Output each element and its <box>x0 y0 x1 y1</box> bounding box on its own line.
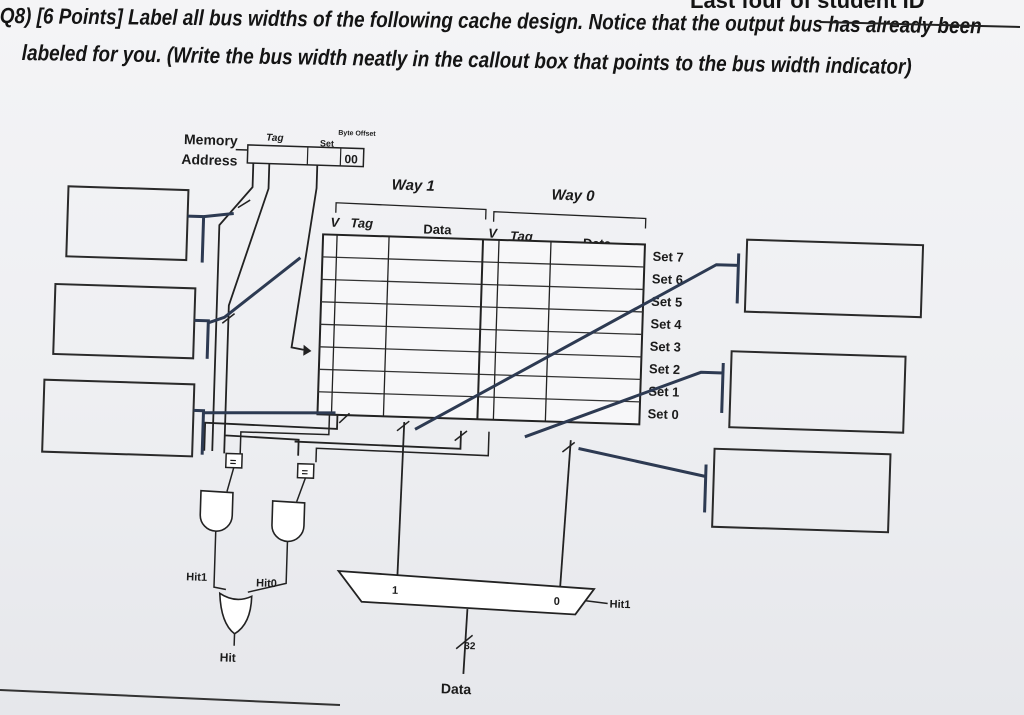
leader-left-1 <box>187 212 234 263</box>
way0-data-tick <box>561 441 576 453</box>
way1-data-out <box>396 421 406 575</box>
tag-bus-to-comparator1 <box>211 163 255 452</box>
or-gate <box>218 591 253 635</box>
address-register <box>246 144 365 168</box>
cache-column-divider <box>330 234 338 415</box>
set-index-bus <box>290 165 319 351</box>
leader-left-2 <box>194 256 302 359</box>
tag-bus-tick2 <box>221 313 236 324</box>
mux-input1-label: 1 <box>392 585 398 597</box>
and-gate-way0 <box>271 500 306 543</box>
way1-v-label: V <box>330 215 340 230</box>
way0-tag-tick <box>454 430 468 442</box>
and-gate-way1 <box>199 489 234 532</box>
mux-select-wire <box>585 600 608 605</box>
hit-label: Hit <box>220 650 236 664</box>
callout-box-right-1[interactable] <box>743 238 925 319</box>
cache-array <box>316 233 646 426</box>
callout-box-left-1[interactable] <box>65 185 190 262</box>
address-label: Address <box>181 151 238 169</box>
tag-bus-tick1 <box>237 199 251 209</box>
address-tag-set-divider <box>306 146 309 165</box>
memory-label: Memory <box>184 131 238 149</box>
cache-column-divider <box>476 239 485 420</box>
comparator1-to-and1 <box>226 467 235 492</box>
leader-right-2 <box>524 362 725 439</box>
leader-right-1 <box>414 253 741 431</box>
student-id-label: Last four of student ID <box>690 0 925 13</box>
set-label: Set 4 <box>650 316 682 332</box>
set-label: Set 5 <box>651 294 683 310</box>
mux-select-label: Hit1 <box>609 599 630 612</box>
way1-comparator-symbol: = <box>230 457 237 469</box>
set-index-arrowhead <box>303 344 312 356</box>
way0-v-label: V <box>488 226 498 241</box>
tag-bus-to-comparator0 <box>223 163 300 456</box>
way1-tag-label: Tag <box>350 215 373 231</box>
set-label: Set 6 <box>652 271 684 287</box>
hit1-label: Hit1 <box>186 571 207 584</box>
cache-column-divider <box>492 239 500 420</box>
leader-right-3 <box>578 447 708 513</box>
leader-left-3 <box>193 408 336 455</box>
comparator0-to-and0 <box>296 477 307 502</box>
hit0-wire <box>247 541 289 593</box>
way0-tag-out <box>294 430 462 450</box>
callout-box-left-3[interactable] <box>41 378 196 458</box>
way0-valid-out <box>315 431 490 463</box>
output-bus-width-tick <box>455 634 474 650</box>
cache-column-divider <box>382 236 390 417</box>
page-bottom-line <box>0 689 341 706</box>
output-bus-width: 32 <box>464 641 476 652</box>
way0-comparator-symbol: = <box>301 467 308 479</box>
callout-box-right-3[interactable] <box>711 447 892 534</box>
set-label: Set 7 <box>652 249 684 265</box>
way1-tag-tick <box>338 412 351 424</box>
way1-bracket <box>335 202 487 220</box>
way1-label: Way 1 <box>391 176 435 194</box>
callout-box-left-2[interactable] <box>52 282 197 360</box>
hit1-wire <box>213 531 227 591</box>
byte-offset-value: 00 <box>344 152 358 166</box>
way0-data-out <box>559 440 572 588</box>
mux-input0-label: 0 <box>553 596 559 608</box>
way1-tag-out <box>203 414 339 451</box>
hit0-label: Hit0 <box>256 577 277 590</box>
tag-field-label: Tag <box>266 133 284 145</box>
set-label: Set 3 <box>650 339 682 355</box>
way1-data-label: Data <box>423 222 452 238</box>
set-label: Set 2 <box>649 361 681 377</box>
student-id-underline <box>819 21 1021 28</box>
output-data-label: Data <box>441 680 472 697</box>
set-label: Set 0 <box>647 406 679 422</box>
way1-data-tick <box>396 420 410 432</box>
way0-bracket <box>492 211 647 229</box>
way1-valid-out <box>239 414 331 454</box>
address-set-offset-divider <box>339 147 342 166</box>
output-mux <box>336 569 596 616</box>
set-field-label: Set <box>320 138 334 148</box>
way0-label: Way 0 <box>551 187 595 205</box>
byte-offset-label: Byte Offset <box>338 130 376 138</box>
callout-box-right-2[interactable] <box>728 350 907 434</box>
cache-column-divider <box>544 241 552 422</box>
